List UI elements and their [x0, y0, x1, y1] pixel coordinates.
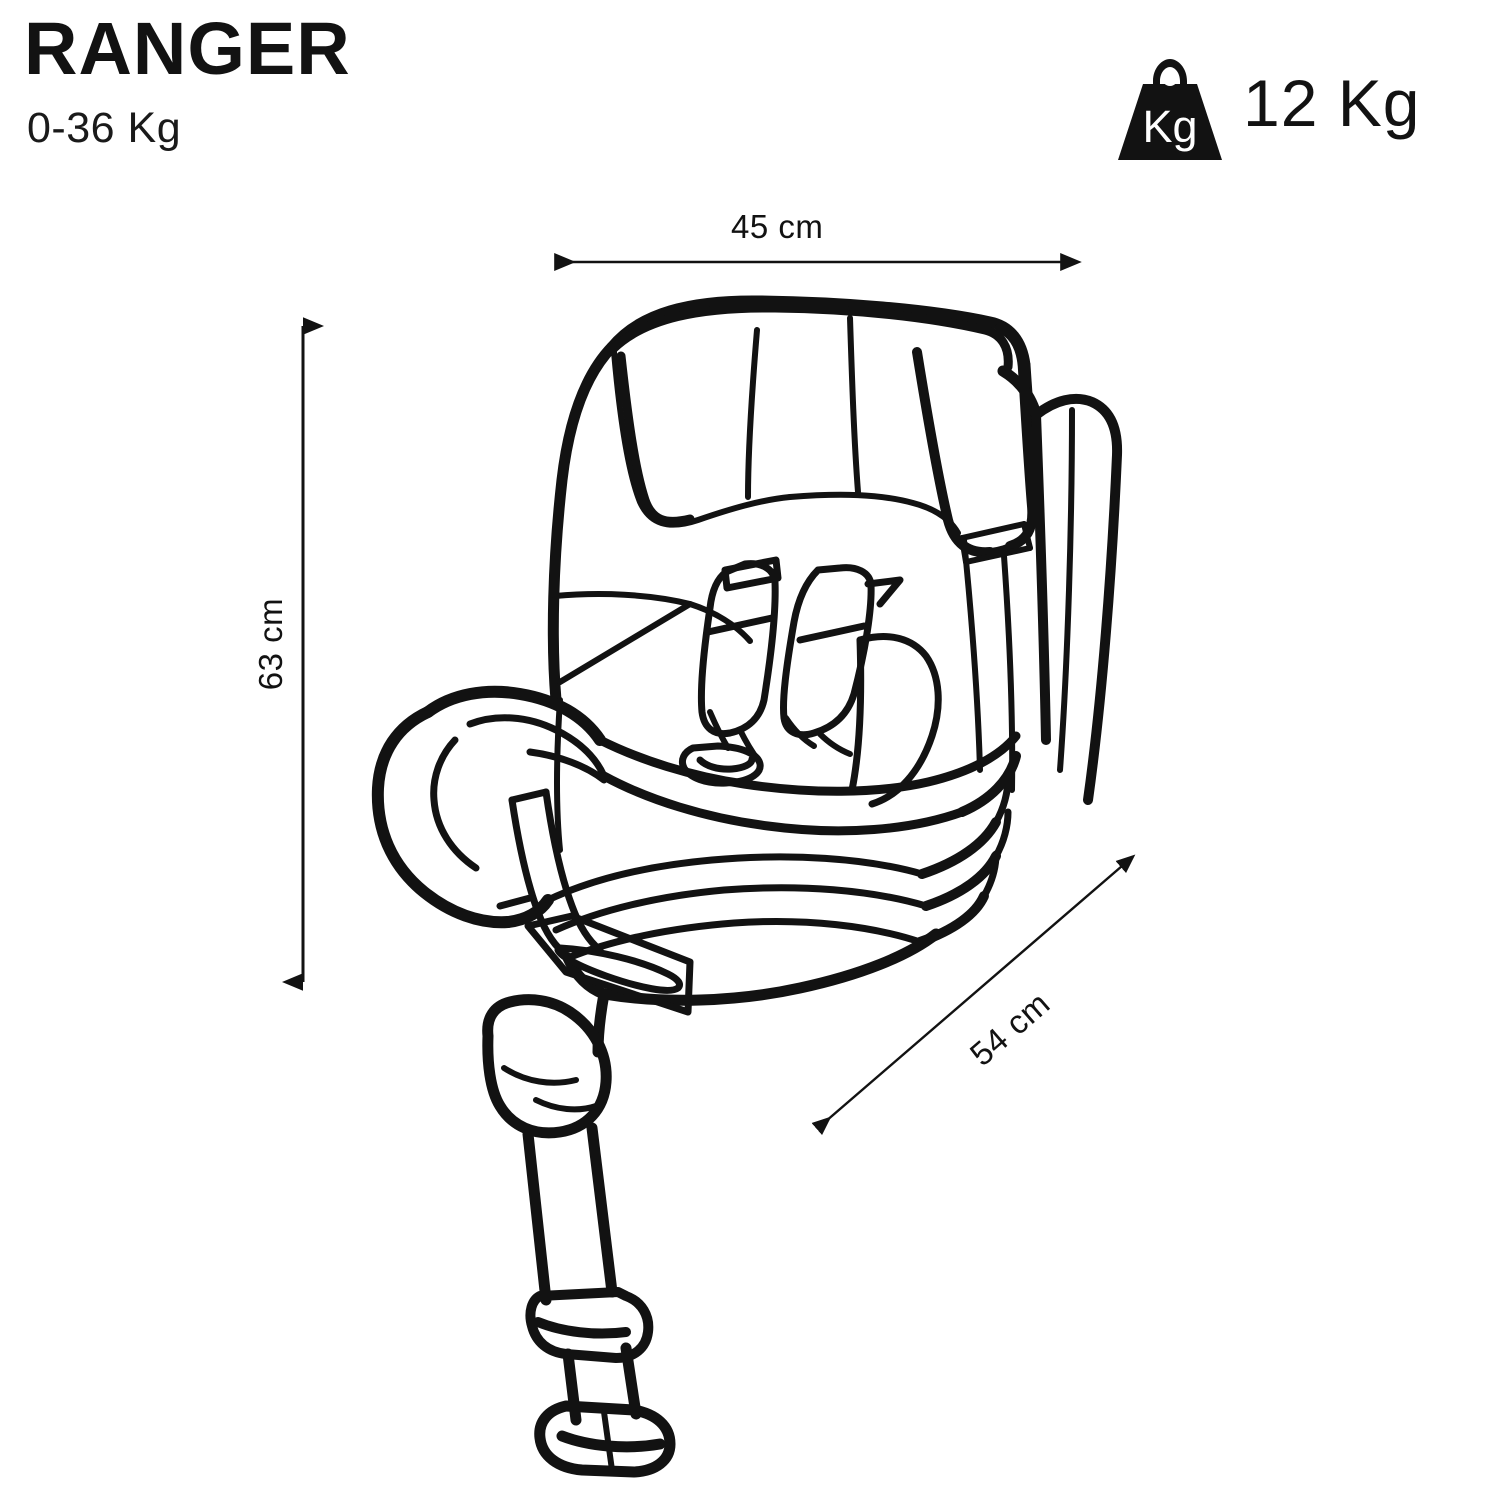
- weight-badge: Kg 12 Kg: [1110, 42, 1470, 162]
- product-weight-value: 12 Kg: [1243, 66, 1421, 140]
- width-dimension-label: 45 cm: [731, 208, 824, 245]
- page-title: RANGER: [24, 7, 351, 90]
- height-dimension-label: 63 cm: [252, 597, 289, 691]
- weight-icon-text: Kg: [1142, 101, 1197, 152]
- depth-dimension-arrow: [811, 854, 1136, 1136]
- weight-range-label: 0-36 Kg: [27, 104, 182, 152]
- weight-kg-icon: Kg: [1118, 59, 1222, 160]
